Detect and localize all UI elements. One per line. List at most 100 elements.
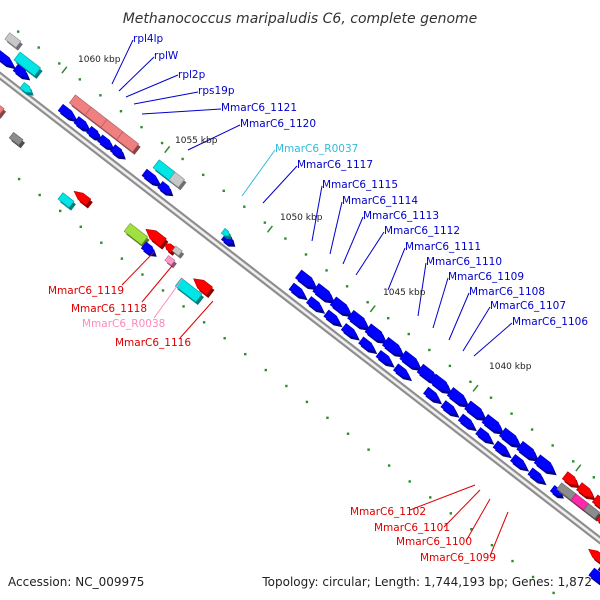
gene-arrow[interactable] — [116, 131, 141, 155]
gene-arrow[interactable] — [549, 485, 564, 499]
rna-gene[interactable] — [13, 51, 43, 79]
gene-arrow[interactable] — [399, 350, 423, 372]
gene-arrow[interactable] — [123, 222, 150, 248]
gene-arrow[interactable] — [446, 387, 470, 408]
rna-gene[interactable] — [164, 255, 177, 269]
gene-arrow[interactable] — [168, 171, 187, 191]
gene-arrow[interactable] — [57, 103, 79, 123]
gene-arrow[interactable] — [358, 336, 378, 355]
gene-arrow[interactable] — [140, 241, 157, 257]
gene-arrow[interactable] — [12, 64, 31, 81]
gene-arrow[interactable] — [591, 494, 600, 513]
gene-label[interactable]: MmarC6_1113 — [363, 210, 439, 222]
gene-label[interactable]: MmarC6_1121 — [221, 102, 297, 114]
gene-arrow-body — [492, 440, 511, 456]
gene-label[interactable]: MmarC6_R0038 — [82, 318, 165, 330]
tick-dot — [387, 464, 391, 467]
tick-label-1060: 1060 kbp — [78, 55, 121, 65]
gene-label[interactable]: MmarC6_1118 — [71, 303, 147, 315]
gene-label[interactable]: MmarC6_1117 — [297, 159, 373, 171]
gene-arrow[interactable] — [429, 373, 453, 395]
gene-arrow[interactable] — [561, 471, 580, 489]
gene-arrow[interactable] — [171, 245, 185, 259]
gene-arrow[interactable] — [157, 181, 174, 197]
gene-label[interactable]: MmarC6_1120 — [240, 118, 316, 130]
leader-line — [125, 74, 179, 98]
gene-label[interactable]: MmarC6_1102 — [350, 506, 426, 518]
gene-arrow[interactable] — [288, 282, 308, 301]
gene-arrow[interactable] — [86, 125, 103, 142]
gene-arrow[interactable] — [498, 427, 522, 449]
gene-label[interactable]: MmarC6_1099 — [420, 552, 496, 564]
gene-arrow[interactable] — [347, 309, 371, 331]
tick-dot — [264, 368, 267, 372]
position-tick-marks — [16, 30, 595, 595]
gene-arrow[interactable] — [576, 482, 596, 501]
gene-arrow[interactable] — [294, 269, 318, 291]
gene-arrow[interactable] — [4, 32, 23, 51]
gene-label[interactable]: MmarC6_1111 — [405, 241, 481, 253]
rna-gene[interactable] — [19, 82, 34, 96]
gene-arrow[interactable] — [457, 413, 477, 432]
tick-dot — [407, 332, 410, 336]
gene-label[interactable]: rpl2p — [178, 69, 206, 81]
gene-arrow[interactable] — [340, 323, 360, 341]
gene-arrow[interactable] — [492, 440, 512, 459]
gene-arrow[interactable] — [475, 427, 495, 445]
gene-arrow[interactable] — [364, 323, 388, 345]
gene-label[interactable]: MmarC6_1115 — [322, 179, 398, 191]
gene-arrow[interactable] — [73, 116, 92, 133]
gene-arrow[interactable] — [8, 131, 26, 149]
gene-arrow[interactable] — [510, 454, 530, 472]
rna-gene[interactable] — [220, 228, 232, 239]
gene-arrow[interactable] — [481, 414, 505, 435]
gene-arrow[interactable] — [516, 440, 540, 462]
gene-arrow[interactable] — [97, 134, 115, 151]
gene-arrow[interactable] — [533, 454, 557, 476]
gene-arrow[interactable] — [0, 50, 17, 70]
gene-arrow[interactable] — [193, 278, 215, 298]
leader-line — [153, 277, 184, 319]
gene-arrow[interactable] — [583, 503, 600, 522]
gene-arrow[interactable] — [306, 296, 326, 314]
gene-label[interactable]: rps19p — [198, 85, 235, 97]
gene-arrow[interactable] — [464, 400, 488, 422]
gene-arrow[interactable] — [381, 336, 405, 358]
gene-label[interactable]: MmarC6_R0037 — [275, 143, 358, 155]
gene-arrow[interactable] — [375, 350, 395, 368]
rna-gene[interactable] — [174, 277, 204, 305]
gene-arrow[interactable] — [527, 467, 547, 486]
gene-arrow[interactable] — [423, 386, 443, 405]
gene-label[interactable]: MmarC6_1101 — [374, 522, 450, 534]
gene-label[interactable]: MmarC6_1116 — [115, 337, 191, 349]
tick-dot — [202, 321, 206, 324]
gene-label[interactable]: MmarC6_1114 — [342, 195, 418, 207]
gene-arrow[interactable] — [145, 228, 169, 250]
gene-arrow-body — [86, 125, 101, 139]
major-tick — [164, 145, 171, 154]
gene-label[interactable]: MmarC6_1100 — [396, 536, 472, 548]
gene-arrow[interactable] — [0, 98, 7, 119]
gene-label[interactable]: MmarC6_1106 — [512, 316, 588, 328]
gene-label[interactable]: MmarC6_1112 — [384, 225, 460, 237]
gene-arrow[interactable] — [588, 548, 600, 566]
gene-label[interactable]: rplW — [154, 50, 179, 62]
gene-arrow[interactable] — [588, 567, 600, 587]
gene-arrow-body — [381, 336, 404, 356]
gene-arrow[interactable] — [329, 296, 353, 318]
gene-arrow[interactable] — [312, 283, 336, 304]
gene-label[interactable]: MmarC6_1110 — [426, 256, 502, 268]
gene-arrow[interactable] — [109, 144, 126, 160]
gene-arrow-body — [157, 181, 172, 194]
gene-arrow[interactable] — [323, 309, 343, 328]
rna-gene[interactable] — [57, 192, 76, 211]
gene-label[interactable]: MmarC6_1107 — [490, 300, 566, 312]
gene-arrow[interactable] — [141, 168, 163, 188]
gene-arrow[interactable] — [392, 363, 413, 382]
gene-label[interactable]: rpl4lp — [133, 33, 163, 45]
gene-arrow[interactable] — [73, 190, 93, 209]
gene-label[interactable]: MmarC6_1109 — [448, 271, 524, 283]
gene-label[interactable]: MmarC6_1119 — [48, 285, 124, 297]
gene-arrow[interactable] — [440, 400, 460, 418]
gene-label[interactable]: MmarC6_1108 — [469, 286, 545, 298]
